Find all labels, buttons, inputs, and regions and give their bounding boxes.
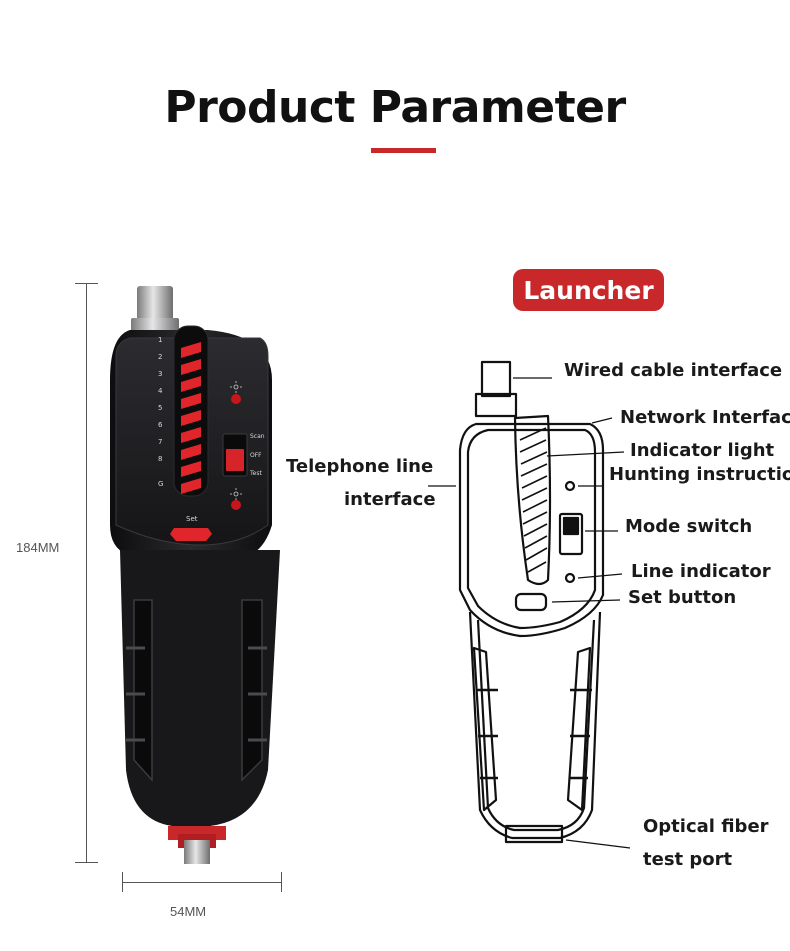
callout-telephone-line: Telephone line	[286, 456, 434, 477]
scale-number: 3	[158, 370, 162, 378]
scale-number: 4	[158, 387, 163, 395]
scale-number: 8	[158, 455, 162, 463]
sun-icon	[230, 381, 242, 393]
svg-text:OFF: OFF	[250, 452, 262, 459]
height-dimension-cap-bottom	[75, 862, 98, 863]
fiber-port-outline	[504, 824, 564, 844]
scale-number: 5	[158, 404, 162, 412]
width-dimension-cap-right	[281, 872, 282, 892]
width-dimension-line	[122, 882, 282, 883]
callout-network-interface: Network Interface	[620, 407, 790, 428]
device-grip	[120, 550, 280, 826]
led-scale-numbers: 1 2 3 4 5 6 7 8 G	[158, 336, 163, 488]
hunting-indicator-led	[231, 394, 241, 404]
scale-number: 1	[158, 336, 162, 344]
callout-set-button: Set button	[628, 587, 737, 608]
line-indicator-outline	[564, 572, 576, 584]
title-underline	[371, 148, 436, 153]
callout-optical-fiber-test-port: test port	[643, 849, 733, 870]
set-button-outline	[514, 592, 548, 612]
set-label: Set	[186, 515, 198, 523]
line-indicator-led	[231, 500, 241, 510]
fiber-port	[168, 826, 226, 864]
scale-number: G	[158, 480, 163, 488]
bnc-connector	[131, 286, 179, 332]
indicator-strip-outline	[513, 414, 552, 586]
callout-line-indicator: Line indicator	[631, 561, 771, 582]
launcher-badge: Launcher	[513, 269, 664, 311]
page-title: Product Parameter	[164, 82, 626, 133]
width-dimension-label: 54MM	[170, 904, 207, 919]
svg-text:Test: Test	[249, 470, 262, 477]
mode-switch-knob	[226, 449, 244, 471]
launcher-body-outline	[458, 422, 605, 638]
callout-optical-fiber: Optical fiber	[643, 816, 769, 837]
callout-mode-switch: Mode switch	[625, 516, 753, 537]
launcher-grip-outline	[468, 611, 602, 840]
callout-wired-cable-interface: Wired cable interface	[564, 360, 783, 381]
mode-switch-labels: Scan OFF Test	[249, 433, 265, 477]
set-button	[170, 528, 212, 541]
callout-indicator-light: Indicator light	[630, 440, 775, 461]
sun-icon	[230, 488, 242, 500]
height-dimension-line	[86, 283, 87, 863]
scale-number: 7	[158, 438, 162, 446]
led-indicator-bars	[181, 342, 201, 494]
scale-number: 2	[158, 353, 162, 361]
callout-hunting-instruction: Hunting instruction	[609, 464, 790, 485]
height-dimension-cap-top	[75, 283, 98, 284]
width-dimension-cap-left	[122, 872, 123, 892]
height-dimension-label: 184MM	[16, 540, 60, 555]
scale-number: 6	[158, 421, 163, 429]
mode-switch-outline	[558, 512, 584, 556]
callout-telephone-line-interface: interface	[344, 489, 436, 510]
svg-text:Scan: Scan	[250, 433, 265, 440]
cable-connector-outline	[480, 360, 512, 398]
hunting-indicator-outline	[564, 480, 576, 492]
